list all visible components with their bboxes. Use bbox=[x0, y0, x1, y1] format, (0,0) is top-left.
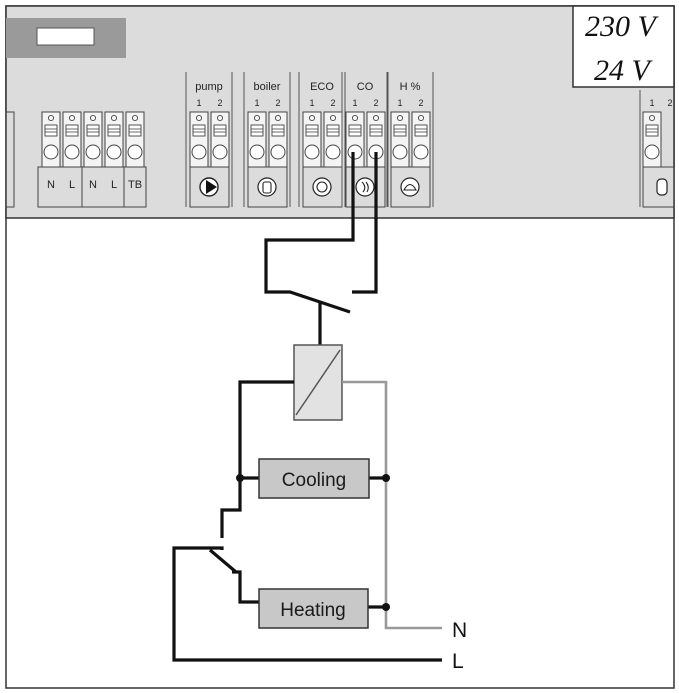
terminal-label: 1 bbox=[196, 98, 201, 108]
group-name: CO bbox=[357, 81, 374, 93]
terminal-group-boiler: boiler 1 2 bbox=[243, 72, 291, 208]
junction-dot-cooling bbox=[382, 474, 390, 482]
group-terminal-2 bbox=[323, 111, 343, 168]
terminal-label: TB bbox=[128, 179, 142, 191]
terminal-label: N bbox=[47, 179, 55, 191]
terminal-label: 2 bbox=[330, 98, 335, 108]
terminal-label: 2 bbox=[217, 98, 222, 108]
left-edge-terminal bbox=[5, 111, 15, 208]
humidity-icon bbox=[400, 177, 420, 197]
terminal-group-co: CO1 2 bbox=[341, 72, 389, 208]
right-terminal-1 bbox=[642, 111, 662, 168]
group-name: pump bbox=[195, 81, 223, 93]
group-terminal-1 bbox=[247, 111, 267, 168]
left-terminal-3 bbox=[104, 111, 124, 168]
left-terminal-block: N L N L TB bbox=[37, 111, 147, 208]
terminal-label: L bbox=[111, 179, 117, 191]
neutral-wires bbox=[342, 380, 442, 630]
group-terminal-1 bbox=[390, 111, 410, 168]
sensor-icon bbox=[656, 178, 668, 196]
cooling-box: Cooling bbox=[258, 458, 370, 499]
group-name: H % bbox=[400, 81, 421, 93]
cooling-label: Cooling bbox=[282, 470, 346, 491]
junction-dot-left bbox=[236, 474, 244, 482]
co-icon bbox=[355, 177, 375, 197]
terminal-group-h: H % 1 2 bbox=[386, 72, 434, 208]
live-label: L bbox=[452, 650, 464, 673]
left-terminal-1 bbox=[62, 111, 82, 168]
group-terminal-2 bbox=[210, 111, 230, 168]
group-terminal-2 bbox=[268, 111, 288, 168]
group-terminal-1 bbox=[345, 111, 365, 168]
group-name: ECO bbox=[310, 81, 334, 93]
live-control-wires bbox=[172, 380, 442, 662]
terminal-label: 1 bbox=[309, 98, 314, 108]
eco-icon bbox=[312, 177, 332, 197]
group-terminal-2 bbox=[411, 111, 431, 168]
terminal-label: 1 bbox=[254, 98, 259, 108]
neutral-label: N bbox=[452, 619, 467, 642]
terminal-label: 1 bbox=[352, 98, 357, 108]
relay-coil bbox=[293, 344, 343, 421]
co-wires bbox=[264, 152, 378, 314]
voltage-high-label: 230 V bbox=[585, 10, 660, 43]
terminal-label: L bbox=[69, 179, 75, 191]
pump-icon bbox=[199, 177, 219, 197]
group-terminal-1 bbox=[189, 111, 209, 168]
group-name: boiler bbox=[254, 81, 281, 93]
group-terminal-1 bbox=[302, 111, 322, 168]
terminal-label: 2 bbox=[667, 98, 672, 108]
terminal-label: 2 bbox=[418, 98, 423, 108]
voltage-box bbox=[572, 5, 675, 88]
voltage-low-label: 24 V bbox=[594, 54, 654, 87]
group-terminal-2 bbox=[366, 111, 386, 168]
display-window bbox=[36, 27, 95, 46]
left-terminal-4 bbox=[125, 111, 145, 168]
terminal-group-pump: pump 1 2 bbox=[185, 72, 233, 208]
terminal-label: 1 bbox=[649, 98, 654, 108]
left-terminal-0 bbox=[41, 111, 61, 168]
heating-label: Heating bbox=[280, 600, 346, 621]
terminal-label: 2 bbox=[275, 98, 280, 108]
terminal-label: 1 bbox=[397, 98, 402, 108]
heating-box: Heating bbox=[258, 588, 369, 629]
terminal-label: 2 bbox=[373, 98, 378, 108]
junction-dot-heating bbox=[382, 603, 390, 611]
boiler-icon bbox=[257, 177, 277, 197]
left-terminal-2 bbox=[83, 111, 103, 168]
terminal-label: N bbox=[89, 179, 97, 191]
